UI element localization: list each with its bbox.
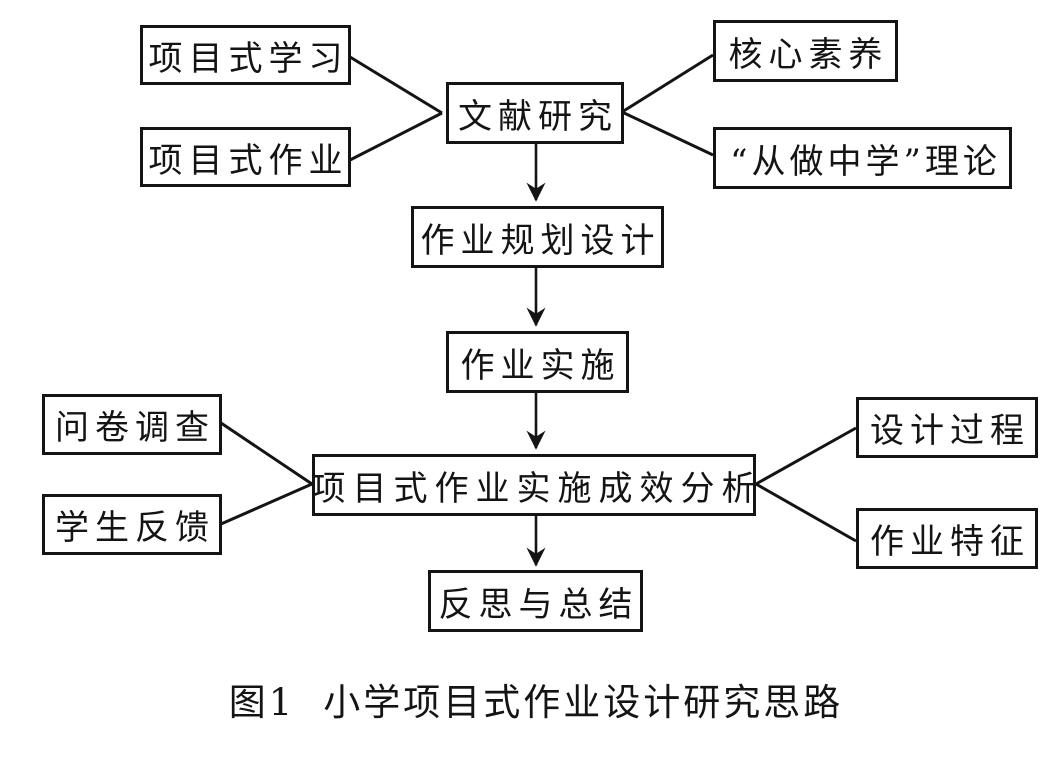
node-label: 项目式作业 [148,140,349,181]
edge-literature-to-core [621,53,714,114]
node-design-process: 设计过程 [856,397,1038,458]
node-label: 学生反馈 [55,508,215,548]
edge-questionnaire-to-analysis [220,421,313,486]
node-label: 设计过程 [870,411,1030,451]
node-questionnaire-survey: 问卷调查 [42,394,222,455]
node-project-based-homework: 项目式作业 [140,127,351,187]
edge-pbh-to-literature [349,111,443,162]
node-label: 问卷调查 [55,408,215,448]
node-label: 作业规划设计 [420,220,661,261]
node-label: 项目式学习 [148,38,349,79]
node-learning-by-doing-theory: “从做中学”理论 [713,127,1012,189]
figure-title: 小学项目式作业设计研究思路 [323,681,844,724]
node-project-based-learning: 项目式学习 [140,25,351,85]
node-label: “从做中学”理论 [730,141,1001,182]
node-label: 项目式作业实施成效分析 [311,468,763,509]
node-literature-research: 文献研究 [446,82,624,144]
node-core-competencies: 核心素养 [713,20,898,82]
node-label: 作业实施 [460,345,621,386]
figure-number: 图1 [228,681,296,724]
edge-feedback-to-analysis [220,482,313,526]
node-label: 核心素养 [728,34,889,75]
figure-caption: 图1 小学项目式作业设计研究思路 [12,672,1048,726]
node-student-feedback: 学生反馈 [42,494,222,555]
node-homework-implementation: 作业实施 [446,331,629,393]
node-label: 反思与总结 [438,584,639,625]
edge-analysis-to-features [755,482,857,543]
node-reflection-summary: 反思与总结 [428,570,643,632]
node-label: 文献研究 [458,96,618,137]
edge-literature-to-theory [621,110,714,157]
node-homework-planning-design: 作业规划设计 [411,206,664,268]
node-homework-features: 作业特征 [856,508,1038,569]
node-label: 作业特征 [870,522,1030,562]
node-effectiveness-analysis: 项目式作业实施成效分析 [312,454,756,516]
edge-analysis-to-design [755,426,857,486]
edge-pbl-to-literature [349,55,443,115]
